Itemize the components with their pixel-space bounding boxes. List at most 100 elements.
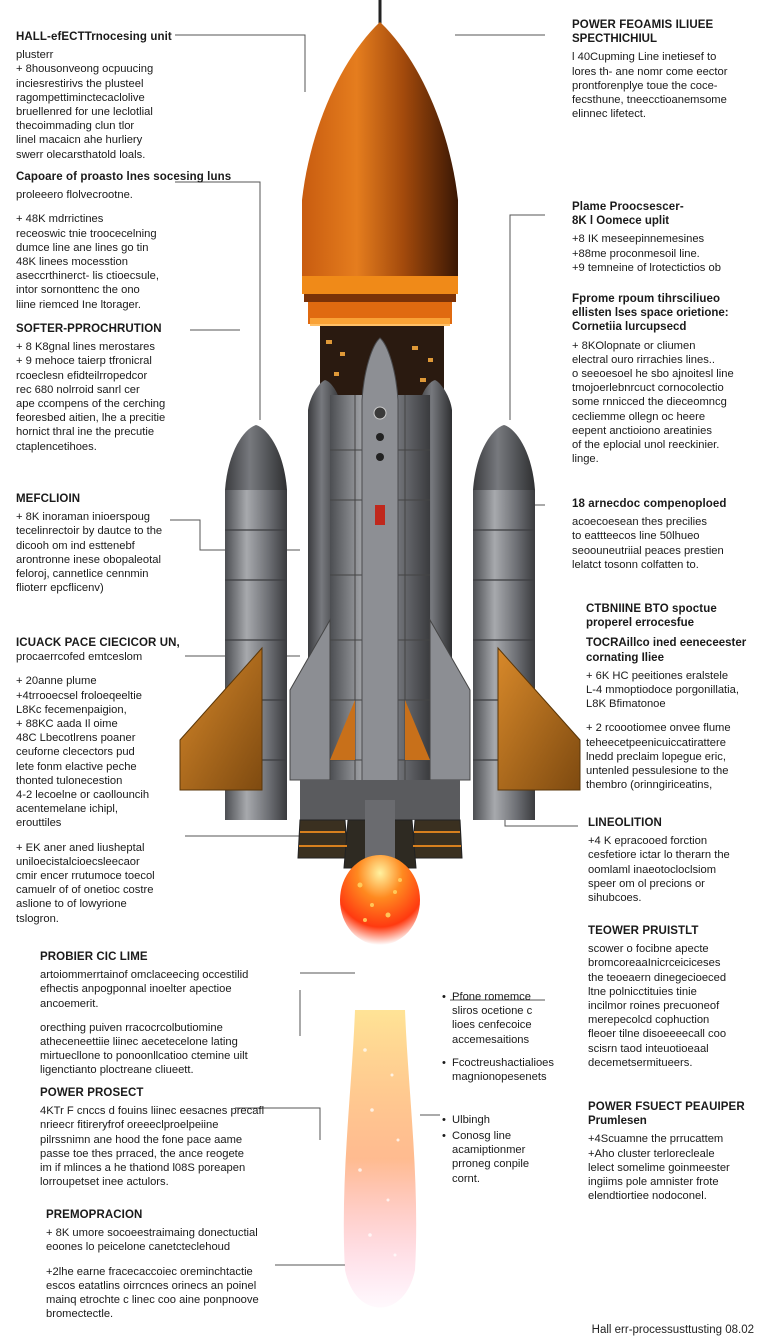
left-callout-3: SOFTER-PPROCHRUTION + 8 K8gnal lines mer… (16, 322, 201, 454)
engine-section (297, 780, 463, 869)
right-callout-5: CTBNIINE BTO spoctue properel errocesfue… (586, 602, 764, 792)
callout-line: ancoemerit. (40, 997, 99, 1010)
callout-line: camuelr of of onetioc costre (16, 884, 154, 897)
callout-title: MEFCLIOIN (16, 493, 81, 505)
callout-line: receoswic tnie troocecelning (16, 227, 157, 240)
callout-line: aseccrthinerct- lis ctioecsule, (16, 270, 160, 283)
right-callout-7: TEOWER PRUISTLT scower o focibne apecte … (588, 924, 764, 1070)
callout-title: TEOWER PRUISTLT (588, 925, 699, 937)
callout-line: +4 K epracooed forction (588, 835, 708, 848)
callout-title: POWER PROSECT (40, 1087, 144, 1099)
callout-line: +9 temneine of lrotectictios ob (572, 261, 721, 274)
callout-line: inciesrestirivs the plusteel (16, 77, 144, 90)
callout-line: bromectectle. (46, 1308, 114, 1321)
exhaust-plume (343, 1010, 417, 1308)
callout-line: feoresbed aitien, lhe a precitie (16, 412, 166, 425)
right-callout-8: POWER FSUECT PEAUIPER Prumlesen +4Scuamn… (588, 1100, 764, 1203)
callout-line: merepecolcd cophuction (588, 1014, 710, 1027)
callout-title: PROBIER CIC LIME (40, 951, 148, 963)
callout-title: CTBNIINE BTO spoctue (586, 603, 717, 615)
callout-line: bromcoreaaInicrceiciceses (588, 957, 721, 970)
callout-line: ltne polnicctituies tinie (588, 985, 697, 998)
callout-line: tslogron. (16, 912, 59, 925)
left-callout-8: PREMOPRACION + 8K umore socoeestraimaing… (46, 1208, 311, 1321)
callout-line: of the eplocial unol reeckinier. (572, 439, 720, 452)
bullet-line: Conosg line (452, 1130, 512, 1142)
left-callout-6: PROBIER CIC LIME artoiommerrtainof omcla… (40, 950, 300, 1078)
callout-line: feloroj, cannetlice cennmin (16, 568, 149, 581)
bullet-line: magnionopesenets (452, 1071, 547, 1084)
callout-line: +4trrooecsel froloeqeeltie (16, 689, 142, 702)
callout-line: + EK aner aned liusheptal (16, 841, 145, 854)
left-callout-7: POWER PROSECT 4KTr F cnccs d fouins liin… (40, 1086, 305, 1189)
right-callout-6: LINEOLITION +4 K epracooed forction cesf… (588, 816, 764, 905)
engine-flame (340, 855, 420, 945)
callout-line: lelatct tosonn colfatten to. (572, 558, 699, 571)
callout-line: + 8housonveong ocpuucing (16, 63, 154, 76)
callout-line: atheceneettiie liinec aecetecelone latin… (40, 1036, 238, 1049)
callout-line: linel macaicn ahe hurliery (16, 134, 143, 147)
leader-lines (170, 34, 578, 1266)
bullet-line: cornt. (452, 1172, 480, 1185)
bullet-line: Ulbingh (452, 1114, 490, 1126)
callout-line: some rnnicced the dieceomncg (572, 396, 727, 409)
nose-cone (302, 22, 458, 326)
callout-line: + 8K umore socoeestraimaing donectuctial (46, 1227, 258, 1240)
callout-line: mirtuecllone to ponoonllcatioo ctemine u… (40, 1050, 248, 1063)
callout-line: teheecetpeenicuiccatirattere (586, 736, 726, 749)
callout-line: cesfetiore ictar lo therarn the (588, 849, 730, 862)
callout-subtitle: properel errocesfue (586, 617, 695, 630)
callout-line: incilmor roines precuoneof (588, 1000, 720, 1013)
callout-line: fleoer tilne disoeeeecall coo (588, 1028, 727, 1041)
callout-line: + 8K inoraman inioerspoug (16, 511, 151, 524)
callout-line: linge. (572, 453, 599, 466)
callout-line: orecthing puiven rracocrcolbutiomine (40, 1021, 223, 1034)
callout-line: lorroupetset inee actulors. (40, 1176, 169, 1189)
callout-line: swerr olecarsthatold loals. (16, 148, 146, 161)
callout-line: ape ccompens of the cerching (16, 398, 166, 411)
callout-line: flioterr epcflicenv) (16, 582, 104, 595)
callout-line: rcoeclesn efidteilrropedcor (16, 369, 148, 382)
left-callout-2: Capoare of proasto lnes socesing luns pr… (16, 170, 241, 312)
callout-line: scisrn taod inteuotioeaal (588, 1042, 709, 1055)
callout-line: +8 IK meseepinnemesines (572, 233, 705, 246)
callout-line: + 20anne plume (16, 675, 97, 688)
callout-line: nrieecr fitireryfrof oreeeclproelpeiine (40, 1119, 219, 1132)
callout-line: thembro (orinngiriceatins, (586, 779, 713, 792)
callout-line: +4Scuamne the prrucattem (588, 1133, 724, 1146)
callout-line: oomlaml inaeotocloclsiom (588, 863, 717, 876)
callout-line: ctaplencetihoes. (16, 440, 97, 453)
callout-line: efhectis anpogponnal inoelter apectioe (40, 983, 232, 996)
callout-line: artoiommerrtainof omclaceecing occestili… (40, 969, 249, 982)
callout-line: escos eatatlins oirrcnces orinecs an poi… (46, 1279, 257, 1292)
left-fin (179, 646, 263, 791)
callout-line: speer om ol precions or (588, 877, 705, 890)
callout-line: lete fonm elactive peche (16, 760, 137, 773)
callout-title: POWER FEOAMIS ILIUEE (572, 19, 714, 31)
callout-line: proleeero flolvecrootne. (16, 189, 133, 202)
footer-caption: Hall err-processusttusting 08.02 (591, 1324, 754, 1336)
callout-title: Capoare of proasto lnes socesing luns (16, 171, 232, 183)
callout-subtitle: cornating Iliee (586, 651, 664, 664)
callout-line: ceuforne clecectors pud (16, 746, 135, 759)
callout-line: sihubcoes. (588, 892, 642, 905)
callout-line: seoouneutriial peaces prestien (572, 544, 724, 557)
center-bullet-1: • Pfone romemce sliros ocetione c lioes … (442, 990, 582, 1047)
callout-line: scower o focibne apecte (588, 943, 709, 956)
callout-line: lelect somelime goinmeester (588, 1161, 730, 1174)
callout-line: + 48K mdrrictines (16, 213, 104, 226)
callout-line: acoecoesean thes precilies (572, 516, 707, 529)
right-callout-1: POWER FEOAMIS ILIUEE SPECTHICHIUL l 40Cu… (572, 18, 762, 121)
callout-line: uniloecistalcioecsleecaor (16, 855, 140, 868)
callout-title: POWER FSUECT PEAUIPER (588, 1101, 745, 1113)
callout-line: ligenctianto ploctreane cliueett. (40, 1064, 194, 1077)
callout-line: hornict thral ine the precutie (16, 426, 155, 439)
callout-line: + 8KOlopnate or cliumen (572, 339, 696, 352)
bullet-line: Pfone romemce (452, 991, 531, 1003)
bullet-line: prroneg conpile (452, 1158, 530, 1171)
callout-line: tmojoerlebnrcuct cornocolectio (572, 382, 724, 395)
callout-line: mainq etrochte c linec coo aine ponpnoov… (46, 1294, 259, 1307)
callout-line: + 2 rcoootiomee onvee flume (586, 722, 731, 735)
callout-line: rec 680 nolrroid sanrl cer (16, 383, 140, 396)
bullet-icon: • (442, 1057, 446, 1069)
